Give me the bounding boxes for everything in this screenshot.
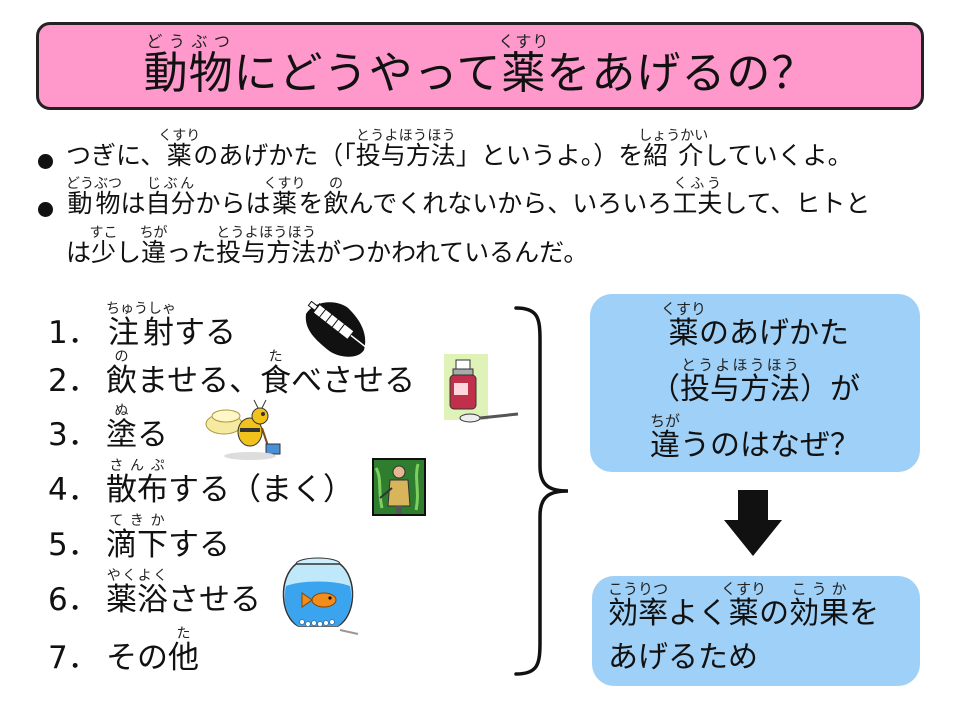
list-item-drip: 5．滴下てきかする — [48, 513, 230, 563]
reason-line-1: 薬くすりのあげかた — [660, 300, 849, 352]
reason-box: 薬くすりのあげかた （投与方法とうよほうほう）が 違ちがうのはなぜ？ — [590, 294, 920, 472]
list-item-apply: 3．塗ぬる — [48, 403, 168, 453]
purpose-box: 効率こうりつよく薬くすりの効果こうかを あげるため — [592, 576, 920, 686]
bullet-explanation: 動どう物ぶつは自分じぶんからは薬くすりを飲のんでくれないから、いろいろ工夫くふう… — [38, 176, 928, 277]
page-title: 動どう物ぶつにどうやって薬くすりをあげるの？ — [143, 31, 817, 99]
purpose-line-2: あげるため — [608, 639, 758, 675]
list-item-spray: 4．散布さんぷする（まく） — [48, 458, 354, 508]
bullet-text: 動どう物ぶつは自分じぶんからは薬くすりを飲のんでくれないから、いろいろ工夫くふう… — [66, 176, 871, 267]
syringe-icon — [305, 300, 369, 357]
medicine-bottle-icon — [444, 354, 519, 423]
reason-line-3: 違ちがうのはなぜ？ — [649, 412, 860, 464]
title-box: 動どう物ぶつにどうやって薬くすりをあげるの？ — [36, 22, 924, 110]
bullet-text: つぎに、薬くすりのあげかた（「投与方法とうよほうほう」というよ。）を紹介しょうか… — [66, 128, 853, 170]
purpose-line-1: 効率こうりつよく薬くすりの効果こうかを — [608, 580, 880, 632]
bullet-dot — [38, 202, 53, 217]
fishbowl-icon — [282, 557, 359, 635]
list-item-other: 7．その他た — [48, 626, 199, 676]
reason-line-2: （投与方法とうよほうほう）が — [650, 356, 860, 408]
list-item-oral: 2．飲のませる、食たべさせる — [48, 349, 416, 399]
bullet-dot — [38, 154, 53, 169]
list-item-injection: 1．注射ちゅうしゃする — [48, 301, 236, 351]
list-item-bath: 6．薬浴やくよくさせる — [48, 568, 261, 618]
bracket-brace — [514, 306, 569, 676]
down-arrow-icon — [724, 490, 782, 556]
bullet-intro: つぎに、薬くすりのあげかた（「投与方法とうよほうほう」というよ。）を紹介しょうか… — [38, 128, 928, 180]
bee-painting-icon — [205, 399, 281, 460]
sprayer-person-icon — [372, 458, 426, 516]
